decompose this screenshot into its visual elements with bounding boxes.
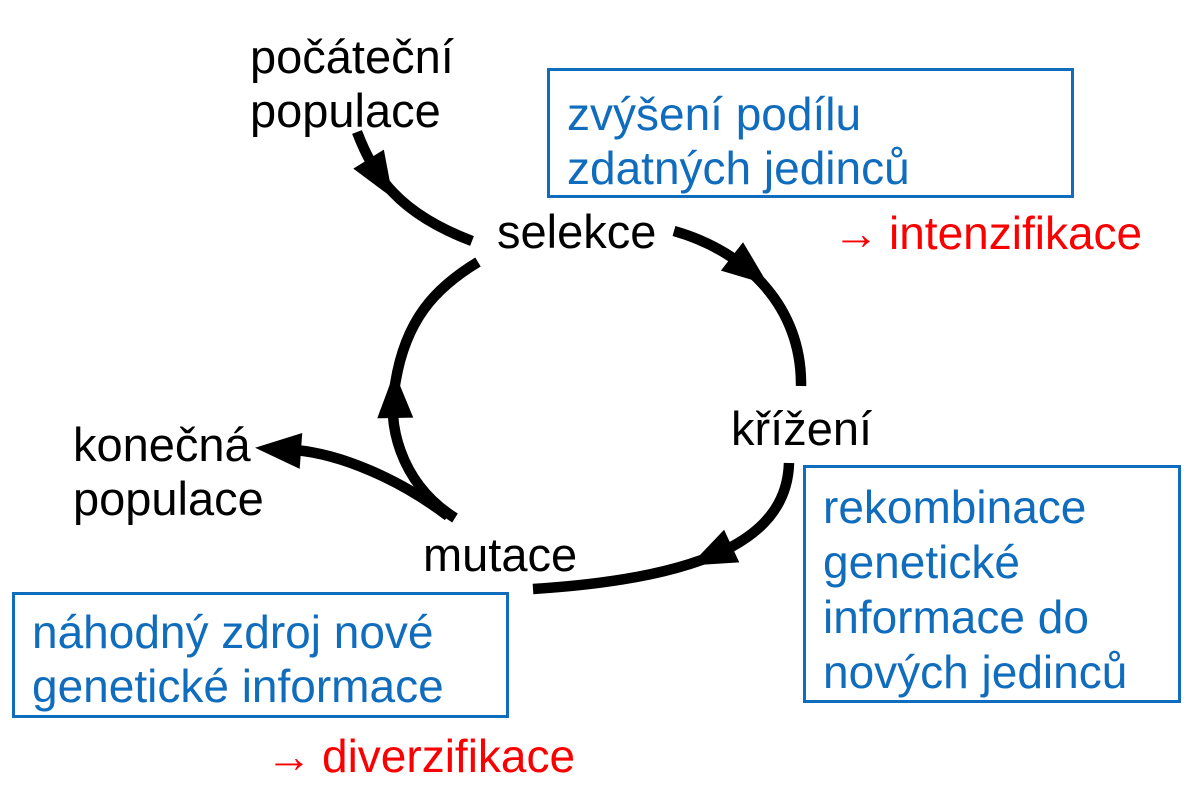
mutation-label: mutace	[423, 528, 578, 581]
mutation-callout-line2: genetické informace	[32, 660, 444, 712]
final-population-line1: konečná	[73, 418, 251, 471]
crossover-callout-box: rekombinace genetické informace do novýc…	[803, 465, 1181, 703]
selection-label: selekce	[497, 205, 657, 258]
arrowhead-mutation-to-final	[255, 433, 303, 469]
final-population-line2: populace	[73, 472, 264, 525]
node-crossover: křížení	[731, 402, 872, 456]
crossover-label: křížení	[731, 402, 873, 455]
intensification-text: intenzifikace	[889, 207, 1143, 259]
crossover-callout-line4: nových jedinců	[823, 646, 1128, 698]
arrow-mutation-to-final	[294, 444, 452, 521]
node-selection: selekce	[497, 205, 656, 259]
arrowhead-mutation-to-selection	[377, 372, 414, 419]
node-initial-population: počáteční populace	[250, 30, 454, 138]
right-arrow-icon: →	[266, 730, 312, 782]
selection-callout-line1: zvýšení podílu	[567, 88, 862, 140]
diversification-text: diverzifikace	[322, 730, 576, 782]
right-arrow-icon: →	[833, 207, 879, 259]
arrow-selection-to-crossover	[672, 225, 807, 387]
crossover-callout-line3: informace do	[823, 591, 1089, 643]
diversification-label: →diverzifikace	[266, 731, 575, 781]
mutation-callout-box: náhodný zdroj nové genetické informace	[12, 592, 509, 718]
arrow-initial-to-selection	[352, 130, 474, 246]
mutation-callout-line1: náhodný zdroj nové	[32, 606, 434, 658]
arrowhead-selection-to-crossover	[720, 242, 769, 285]
arrow-mutation-to-selection	[387, 257, 481, 523]
selection-callout-box: zvýšení podílu zdatných jedinců	[547, 68, 1074, 198]
arrowhead-crossover-to-mutation	[689, 529, 740, 566]
crossover-callout-line1: rekombinace	[823, 481, 1087, 533]
node-mutation: mutace	[423, 528, 577, 582]
intensification-label: →intenzifikace	[833, 208, 1142, 258]
initial-population-line1: počáteční	[250, 30, 454, 83]
initial-population-line2: populace	[250, 84, 441, 137]
node-final-population: konečná populace	[73, 418, 264, 526]
crossover-callout-line2: genetické	[823, 536, 1020, 588]
selection-callout-line2: zdatných jedinců	[567, 142, 910, 194]
arrowhead-initial-to-selection	[353, 149, 393, 199]
